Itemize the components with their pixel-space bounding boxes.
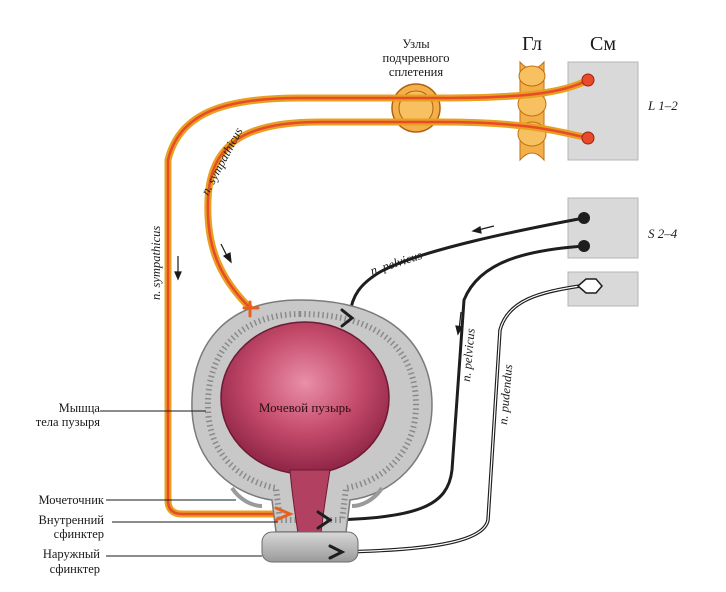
nerve-pelvicus-upper-label: n. pelvicus [369,248,424,278]
muscle-label-line1: Мышца [59,401,101,415]
nerve-pudendus-label: n. pudendus [496,364,515,426]
external-sphincter-label-line2: сфинктер [50,562,100,576]
header-ganglia: Гл [522,33,542,55]
sympathetic-nerves [164,76,592,518]
header-spinal-cord: См [590,33,616,55]
sympathetic-chain [517,60,547,162]
direction-arrows [174,225,495,336]
spinal-cord-segments [567,61,639,307]
muscle-label-line2: тела пузыря [36,415,100,429]
spinal-segment-sacral [567,197,639,259]
ureter-label: Мочеточник [38,493,104,507]
internal-sphincter-label-line1: Внутренний [39,513,105,527]
nerve-sympathicus-upper-label: n. sympathicus [198,125,245,197]
bladder-label: Мочевой пузырь [259,400,351,415]
parasympathetic-nerves [328,216,586,554]
nerve-sympathicus-left-label: n. sympathicus [149,226,163,300]
spinal-neurons [576,73,603,294]
segment-sacral-label: S 2–4 [648,226,678,241]
segment-lumbar-label: L 1–2 [647,98,678,113]
external-sphincter-label-line1: Наружный [43,547,100,561]
bladder [191,299,433,563]
nerve-pelvicus-lower-label: n. pelvicus [459,328,478,383]
nerve-endings [242,300,355,560]
ganglion-label-line1: Узлы [402,37,430,51]
ganglion-label-line3: сплетения [389,65,443,79]
internal-sphincter-label-line2: сфинктер [54,527,104,541]
spinal-segment-lumbar [567,61,639,161]
spinal-segment-sacral-lower [567,271,639,307]
ganglion-label-line2: подчревного [383,51,450,65]
leader-lines [100,410,278,557]
external-sphincter-shape [261,531,359,563]
